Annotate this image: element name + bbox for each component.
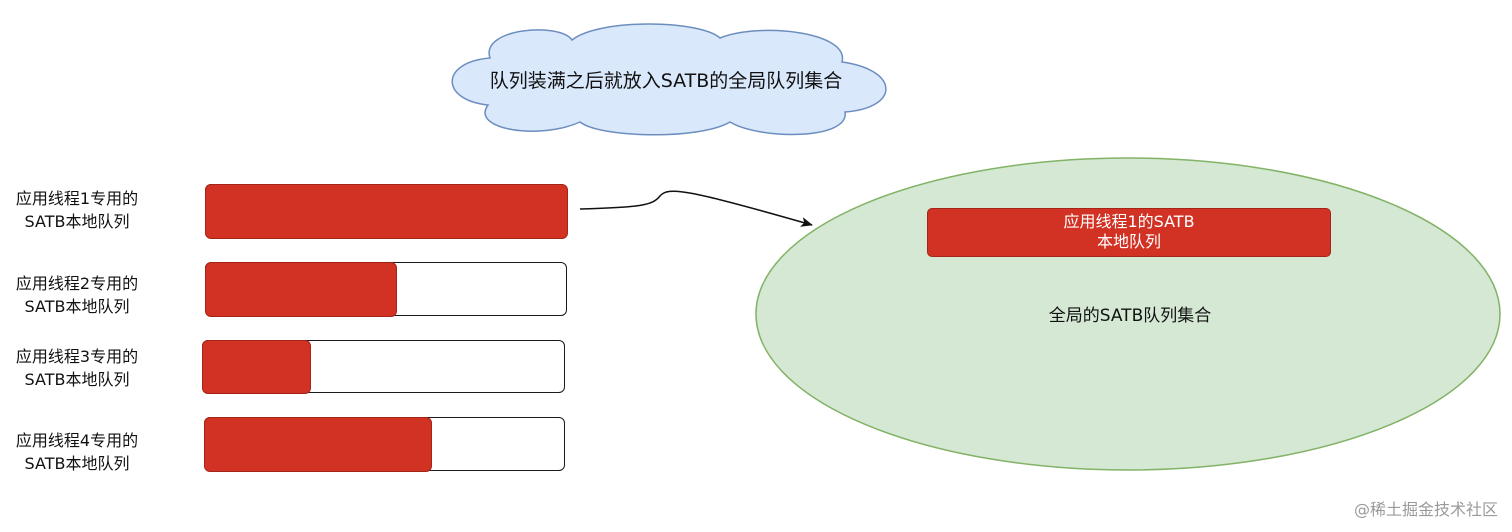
queue-1-label-line1: 应用线程1专用的 <box>15 189 139 208</box>
cloud-text: 队列装满之后就放入SATB的全局队列集合 <box>490 70 843 92</box>
queue-1-label-line2: SATB本地队列 <box>24 212 130 231</box>
queue-2-bar <box>204 261 567 317</box>
queue-4-fill <box>203 416 432 472</box>
queue-3-label-line2: SATB本地队列 <box>24 370 130 389</box>
global-block-line1: 应用线程1的SATB <box>1063 212 1195 231</box>
cloud-callout: 队列装满之后就放入SATB的全局队列集合 <box>451 23 887 136</box>
global-block-line2: 本地队列 <box>1096 232 1161 251</box>
queue-2-label: 应用线程2专用的 SATB本地队列 <box>0 272 157 318</box>
queue-4-label-line2: SATB本地队列 <box>24 454 130 473</box>
queue-2-label-line2: SATB本地队列 <box>24 297 130 316</box>
queue-2-label-line1: 应用线程2专用的 <box>15 274 139 293</box>
queue-3-label: 应用线程3专用的 SATB本地队列 <box>0 345 157 391</box>
queue-4-label: 应用线程4专用的 SATB本地队列 <box>0 429 157 475</box>
queue-4-bar <box>203 416 565 472</box>
global-set-queue-block: 应用线程1的SATB 本地队列 <box>927 208 1331 257</box>
queue-1-label: 应用线程1专用的 SATB本地队列 <box>0 187 157 233</box>
queue-3-label-line1: 应用线程3专用的 <box>15 347 139 366</box>
queue-1-bar <box>204 183 568 239</box>
queue-1-fill <box>204 183 568 239</box>
queue-3-bar <box>201 339 565 394</box>
watermark: @稀土掘金技术社区 <box>1353 500 1498 519</box>
global-set-label: 全局的SATB队列集合 <box>1048 306 1212 326</box>
transfer-arrow <box>579 190 813 227</box>
queue-3-fill <box>201 339 311 394</box>
cloud-shape <box>451 23 887 136</box>
queue-4-label-line1: 应用线程4专用的 <box>15 431 139 450</box>
queue-2-fill <box>204 261 397 317</box>
